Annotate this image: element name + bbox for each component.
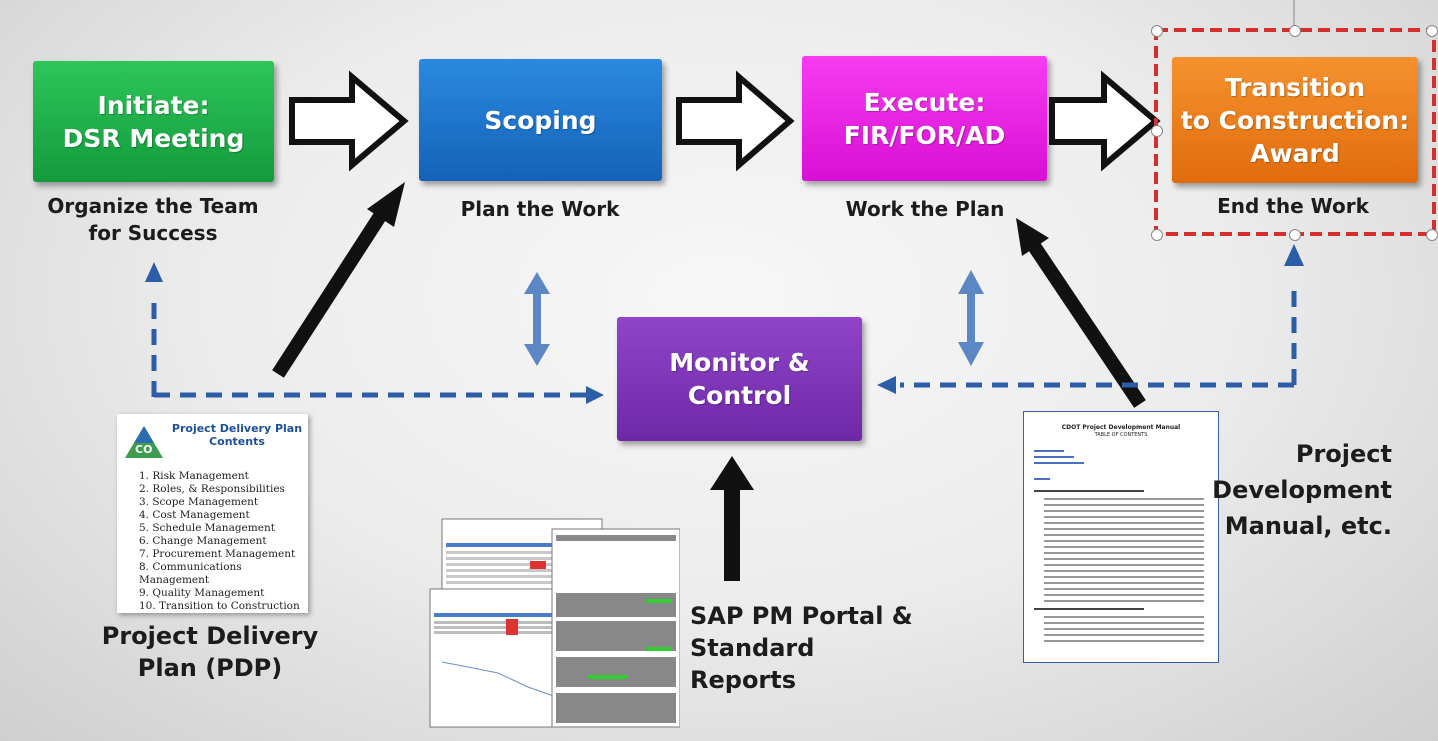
manual-document: CDOT Project Development Manual TABLE OF… [1023,411,1219,663]
hollow-arrow-2 [676,70,795,172]
sap-caption-line2: Standard Reports [690,634,815,694]
pdp-item: 5. Schedule Management [139,522,275,534]
dashed-loop [151,290,1297,398]
selection-handle-bl[interactable] [1151,229,1163,241]
caption-initiate-line1: Organize the Team [47,194,259,218]
pdp-item: 6. Change Management [139,535,267,547]
stage-transition-line2: to Construction: [1180,105,1410,135]
caption-execute-line1: Work the Plan [845,197,1005,221]
hollow-arrow-1 [289,70,409,172]
stage-transition-line3: Award [1250,138,1340,168]
black-arrow-sap-to-monitor [710,456,754,581]
pdp-caption: Project Delivery Plan (PDP) [90,620,330,684]
caption-scoping-line1: Plan the Work [460,197,620,221]
dashed-arrowhead-right [586,386,604,404]
monitor-line2: Control [687,381,792,410]
pdp-item: 9. Quality Management [139,587,265,599]
double-arrow-execute-monitor [958,270,984,366]
pdp-item: 8. Communications Management [139,561,242,586]
caption-transition: End the Work [1168,193,1418,220]
stage-transition-box: Transition to Construction: Award [1172,57,1418,183]
stage-execute-line2: FIR/FOR/AD [843,120,1006,150]
manual-subtitle: TABLE OF CONTENTS [1094,432,1148,438]
manual-caption-line3: Manual, etc. [1224,512,1392,540]
caption-execute: Work the Plan [800,196,1050,223]
pdp-caption-line1: Project Delivery [101,622,319,650]
pdp-title-line1: Project Delivery Plan [171,422,303,435]
stage-execute-box: Execute: FIR/FOR/AD [802,56,1047,181]
stage-execute-line1: Execute: [863,87,986,117]
cdot-logo: CO [123,424,165,460]
selection-handle-ml[interactable] [1151,125,1163,137]
pdp-item: 2. Roles, & Responsibilities [139,483,285,495]
selection-handle-tr[interactable] [1426,25,1438,37]
selection-handle-bm[interactable] [1289,229,1301,241]
stage-initiate-box: Initiate: DSR Meeting [33,61,274,182]
cdot-logo-text: CO [135,443,153,456]
caption-scoping: Plan the Work [415,196,665,223]
pdp-item: 3. Scope Management [139,496,259,508]
manual-caption-line2: Development [1212,476,1392,504]
sap-report-thumbnails [428,517,681,729]
sap-caption-line1: SAP PM Portal & [690,602,913,630]
pdp-item: 10. Transition to Construction [139,600,300,612]
pdp-item: 4. Cost Management [139,509,250,521]
manual-title: CDOT Project Development Manual [1061,424,1181,431]
caption-initiate-line2: for Success [88,221,218,245]
monitor-control-box: Monitor & Control [617,317,862,441]
black-arrow-pdp-to-scoping [272,182,405,378]
stage-scoping-box: Scoping [419,59,662,181]
stage-scoping-line1: Scoping [484,105,597,135]
stage-initiate-line1: Initiate: [97,90,210,120]
pdp-item: 1. Risk Management [139,470,249,482]
dashed-arrowhead-up-left [145,262,163,282]
selection-box [1154,28,1436,236]
selection-handle-tm[interactable] [1289,25,1301,37]
caption-initiate: Organize the Team for Success [28,193,278,247]
manual-toc-lines [1034,446,1208,656]
manual-caption-line1: Project [1295,440,1392,468]
stage-transition-line1: Transition [1224,72,1366,102]
stage-initiate-line2: DSR Meeting [62,123,245,153]
dashed-arrowhead-left [877,376,896,394]
pdp-title-line2: Contents [209,435,265,448]
hollow-arrow-3 [1049,70,1161,172]
selection-handle-br[interactable] [1426,229,1438,241]
caption-transition-line1: End the Work [1217,194,1369,218]
double-arrow-scoping-monitor [524,272,550,366]
black-arrow-manual-to-execute [1016,218,1146,408]
pdp-contents-list: 1. Risk Management 2. Roles, & Responsib… [139,470,308,613]
pdp-caption-line2: Plan (PDP) [137,654,283,682]
pdp-document: CO Project Delivery Plan Contents 1. Ris… [117,414,308,613]
dashed-arrowhead-up-right [1284,244,1304,266]
selection-handle-tl[interactable] [1151,25,1163,37]
pdp-title: Project Delivery Plan Contents [169,422,305,448]
monitor-line1: Monitor & [669,348,810,377]
manual-caption: Project Development Manual, etc. [1212,436,1392,544]
pdp-item: 7. Procurement Management [139,548,296,560]
sap-caption: SAP PM Portal & Standard Reports [690,600,920,696]
